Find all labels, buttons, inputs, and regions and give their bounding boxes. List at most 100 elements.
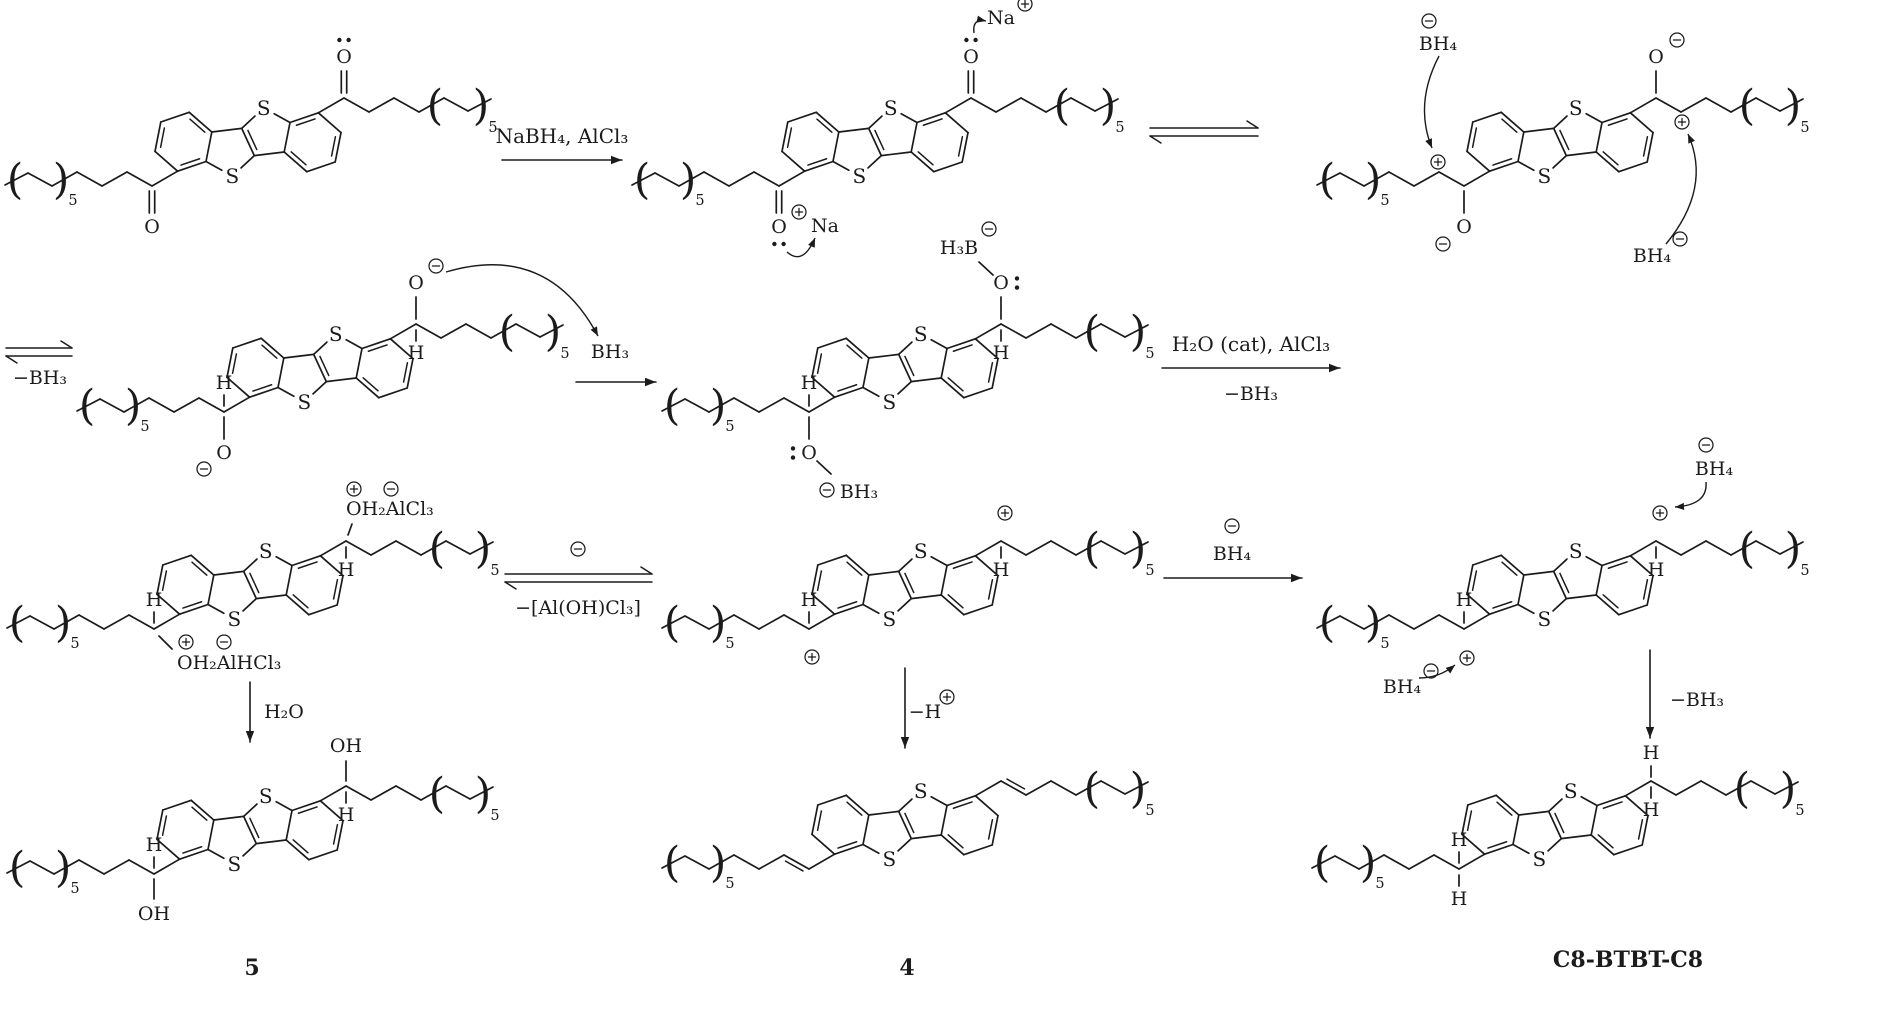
plus-charge-icon [1459,650,1475,666]
ring-bond [161,799,193,811]
chain-bond [733,397,760,413]
atom-label: H [993,342,1010,364]
ring-double-bond [1602,151,1619,166]
ring-bond [1590,804,1598,836]
paren-open: ( [664,838,680,887]
chain-bond [1680,97,1707,113]
sulfur-atom-label: S [1564,779,1578,803]
chain-bond [1413,614,1440,630]
ring-bond [285,809,293,841]
ring-double-bond [816,810,823,831]
curved-arrow [1423,55,1440,149]
atom-label: H [1456,589,1473,611]
chain-bond [1075,540,1102,556]
paren-close: ) [55,598,71,647]
ring-bond [1512,814,1520,846]
reaction-arrow-down-9: −BH₃ [1645,649,1724,739]
atom-label: O [993,272,1009,294]
ring-bond [207,603,225,615]
paren-open: ( [1314,838,1330,887]
chain-bond [1358,854,1385,870]
ring-double-bond [292,594,309,609]
ring-double-bond [252,383,273,392]
ring-bond [188,111,213,133]
ring-bond [242,815,258,845]
paren-close: ) [680,155,696,204]
atom-label: BH₄ [1633,245,1672,267]
chain-subscript: 5 [1380,193,1389,209]
ring-double-bond [1642,579,1649,600]
ring-bond [207,848,225,860]
atom-label: BH₃ [840,481,878,503]
chain-bond [1025,540,1052,556]
ring-double-bond [1637,819,1644,840]
chain-bond [1655,540,1682,556]
chain-bond [1655,97,1682,113]
ring-bond [178,603,209,616]
ring-bond [156,838,181,861]
chain-bond [1755,97,1781,112]
ring-bond [845,337,870,359]
arrowhead [1291,573,1302,583]
ring-bond [285,564,293,596]
lone-pair-dot [346,37,351,43]
ring-bond [248,386,279,399]
chain-bond [708,397,735,413]
chain-bond [1408,854,1435,870]
paren-close: ) [475,524,491,573]
ring-bond [1646,574,1654,606]
chain-bond [319,540,347,557]
ring-bond [289,111,320,124]
chain-bond [631,172,656,186]
paren-open: ( [1734,764,1750,813]
ring-bond [1552,127,1568,157]
chain-subscript: 5 [1145,563,1154,579]
chain-bond [198,397,225,413]
curved-arrowhead [808,238,815,248]
ring-double-bond [161,570,168,591]
atom-label: H [993,559,1010,581]
ring-bond [1547,810,1563,840]
ring-double-bond [290,151,307,166]
ring-double-bond [1559,572,1570,594]
ring-bond [897,341,913,356]
chain-bond [126,171,153,187]
chain-subscript: 5 [490,808,499,824]
ring-bond [1500,111,1525,133]
ring-double-bond [1501,118,1518,133]
chain-bond [1025,323,1052,339]
chain-bond [1624,780,1652,797]
minus-charge-icon [819,482,835,498]
sulfur-atom-label: S [914,539,928,563]
chain-subscript: 5 [1115,120,1124,136]
paren-close: ) [1360,838,1376,887]
chain-bond [1124,541,1149,555]
atom-label: BH₄ [1419,33,1458,55]
ring-bond [1466,121,1474,153]
chain-bond [1650,780,1677,796]
chain-bond [151,170,179,187]
atom-label: Na [987,7,1015,29]
paren-close: ) [1100,81,1116,130]
curved-arrowhead [1445,665,1455,674]
ring-bond [940,347,948,379]
ring-bond [1517,131,1525,163]
ring-bond [317,111,342,134]
chain-bond [783,854,810,870]
chain-bond [443,97,469,112]
chain-bond [1025,780,1052,796]
lone-pair-dot [964,37,969,43]
ring-double-bond [904,812,915,834]
ring-bond [242,570,258,600]
lone-pair-dot [337,37,342,43]
chain-bond [76,398,101,412]
chain-bond [418,97,445,113]
sulfur-atom-label: S [257,96,271,120]
equilibrium-barb [640,566,653,575]
ring-bond [867,570,900,576]
atom-label: O [336,46,352,68]
ring-bond [1552,570,1568,600]
plus-charge-icon [1674,114,1690,130]
